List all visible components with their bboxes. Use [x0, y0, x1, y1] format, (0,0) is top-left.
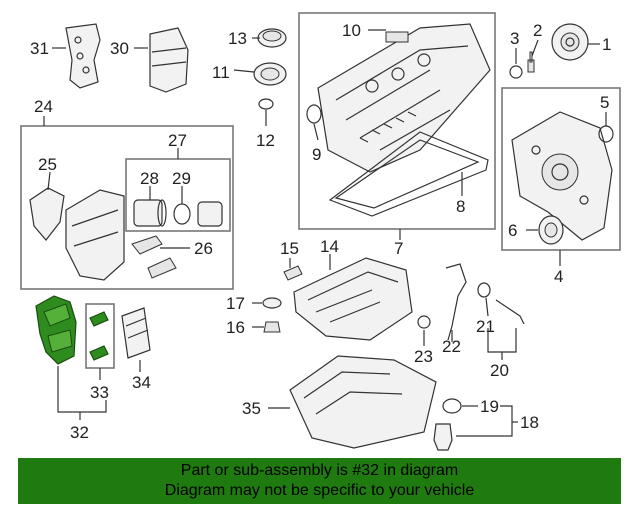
washer-3-shape	[509, 65, 523, 79]
parts-diagram: 31 30 13 10 3 2 1 11 5 24 9 12 27 28 29 …	[20, 12, 621, 451]
callout-17: 17	[226, 294, 245, 313]
gaskets-26-shape	[131, 235, 177, 279]
callout-35: 35	[242, 399, 261, 418]
valve-cover-10-shape	[317, 23, 491, 173]
callout-22: 22	[442, 337, 461, 356]
oil-filter-housing-group-box	[20, 125, 234, 290]
washer-17-shape	[262, 297, 282, 309]
banner-line-part-number: Part or sub-assembly is #32 in diagram	[180, 462, 459, 479]
callout-8: 8	[456, 197, 465, 216]
callout-13: 13	[228, 29, 247, 48]
callout-29: 29	[172, 169, 191, 188]
banner-line-disclaimer: Diagram may not be specific to your vehi…	[164, 482, 475, 499]
callout-3: 3	[510, 29, 519, 48]
callout-33: 33	[90, 383, 109, 402]
part-34-shape	[121, 307, 151, 359]
plug-15-shape	[283, 265, 303, 281]
callout-30: 30	[110, 39, 129, 58]
callout-1: 1	[602, 35, 611, 54]
callout-31: 31	[30, 39, 49, 58]
callout-18: 18	[520, 413, 539, 432]
callout-9: 9	[312, 145, 321, 164]
filter-cap-shape	[197, 201, 223, 227]
highlighted-part-33-lower-shape	[89, 345, 109, 361]
timing-cover-group-box	[501, 87, 621, 251]
info-banner: Part or sub-assembly is #32 in diagram D…	[18, 458, 621, 504]
oring-19-shape	[442, 398, 462, 414]
drain-plug-16-shape	[263, 321, 281, 333]
oring-21-shape	[477, 282, 491, 298]
callout-32: 32	[70, 423, 89, 442]
callout-6: 6	[508, 221, 517, 240]
callout-10: 10	[342, 21, 361, 40]
callout-20: 20	[490, 361, 509, 380]
dipstick-tube-22-shape	[445, 263, 467, 341]
bolt-2-shape	[527, 51, 535, 73]
callout-24: 24	[34, 97, 53, 116]
callout-15: 15	[280, 239, 299, 258]
oil-pan-14-shape	[293, 257, 413, 341]
callout-21: 21	[476, 317, 495, 336]
gasket-8-shape	[328, 131, 489, 217]
oring-12-shape	[258, 98, 274, 110]
oring-29-shape	[173, 203, 191, 225]
callout-12: 12	[256, 131, 275, 150]
oring-23-shape	[417, 315, 431, 329]
oring-9-shape	[306, 104, 322, 124]
callout-4: 4	[554, 267, 563, 286]
valve-cover-group-box	[298, 12, 496, 230]
callout-2: 2	[533, 21, 542, 40]
callout-5: 5	[600, 93, 609, 112]
lower-oil-pan-35-shape	[289, 355, 437, 449]
callout-11: 11	[212, 63, 230, 82]
callout-7: 7	[394, 239, 403, 258]
callout-34: 34	[132, 373, 151, 392]
housing-assembly-shape	[65, 189, 125, 281]
sensor-18-shape	[433, 423, 453, 451]
callout-16: 16	[226, 318, 245, 337]
callout-27: 27	[168, 131, 187, 150]
callout-25: 25	[38, 155, 57, 174]
filter-30-shape	[149, 27, 189, 93]
housing-gasket-25-shape	[29, 187, 65, 241]
callout-14: 14	[320, 237, 339, 256]
dipstick-shape	[495, 299, 525, 325]
callout-19: 19	[480, 397, 499, 416]
filter-element-28-shape	[133, 199, 163, 227]
callout-23: 23	[414, 347, 433, 366]
highlighted-part-33-upper-shape	[89, 311, 109, 327]
callout-26: 26	[194, 239, 213, 258]
callout-28: 28	[140, 169, 159, 188]
